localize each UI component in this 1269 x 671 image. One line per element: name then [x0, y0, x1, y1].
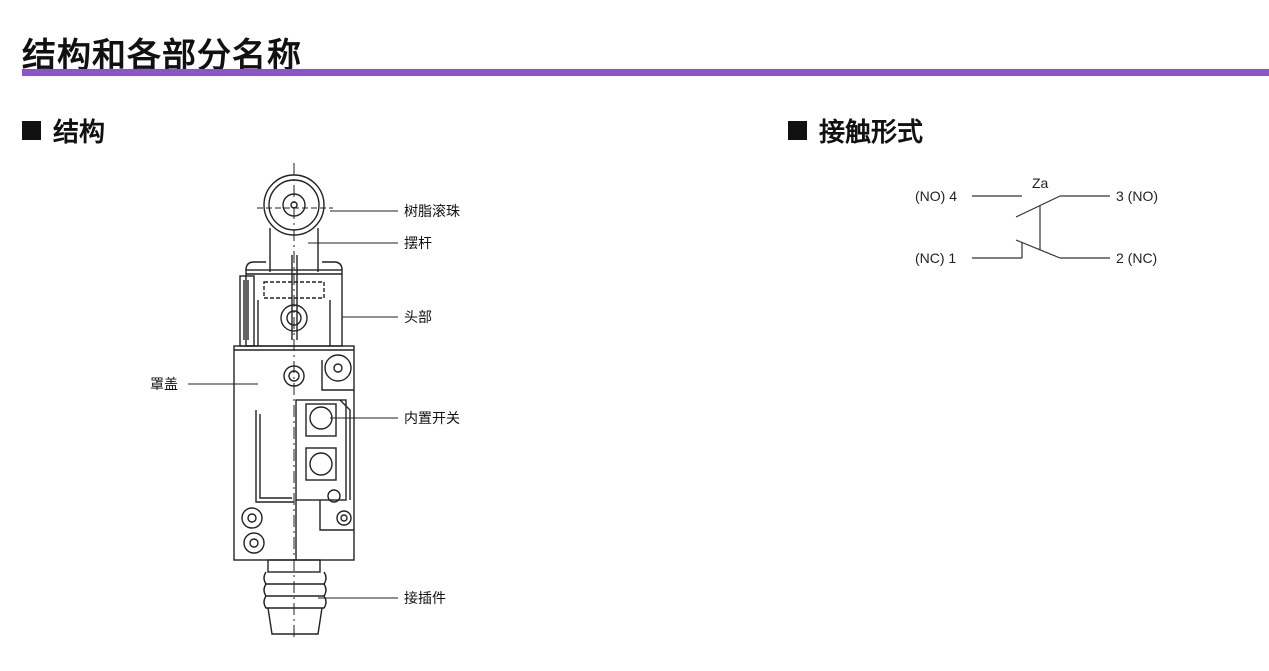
label-connector: 接插件	[404, 590, 446, 607]
section-heading-contact-text: 接触形式	[819, 118, 924, 148]
contact-no4-label: (NO) 4	[915, 188, 957, 204]
section-heading-contact: 接触形式	[788, 112, 923, 149]
connector-icon	[263, 559, 327, 635]
square-bullet-icon	[22, 121, 41, 140]
contact-nc1-label: (NC) 1	[915, 250, 956, 266]
roller-icon	[263, 174, 325, 236]
builtin-switch-icon	[295, 399, 352, 526]
label-cover: 罩盖	[150, 377, 178, 393]
label-head: 头部	[404, 310, 432, 326]
label-builtin-switch: 内置开关	[404, 411, 460, 427]
section-heading-structure: 结构	[22, 112, 105, 149]
body-icon	[233, 345, 355, 561]
label-lever: 摆杆	[404, 236, 432, 252]
head-icon	[239, 261, 343, 347]
square-bullet-icon	[788, 121, 807, 140]
contact-nc2-label: 2 (NC)	[1116, 250, 1157, 266]
title-rule	[22, 69, 1269, 76]
contact-schematic	[972, 195, 1110, 259]
section-heading-structure-text: 结构	[53, 118, 106, 148]
contact-no3-label: 3 (NO)	[1116, 188, 1158, 204]
label-roller: 树脂滚珠	[404, 203, 460, 220]
mounting-holes-icon	[241, 500, 354, 560]
contact-type-label: Za	[1032, 175, 1049, 191]
